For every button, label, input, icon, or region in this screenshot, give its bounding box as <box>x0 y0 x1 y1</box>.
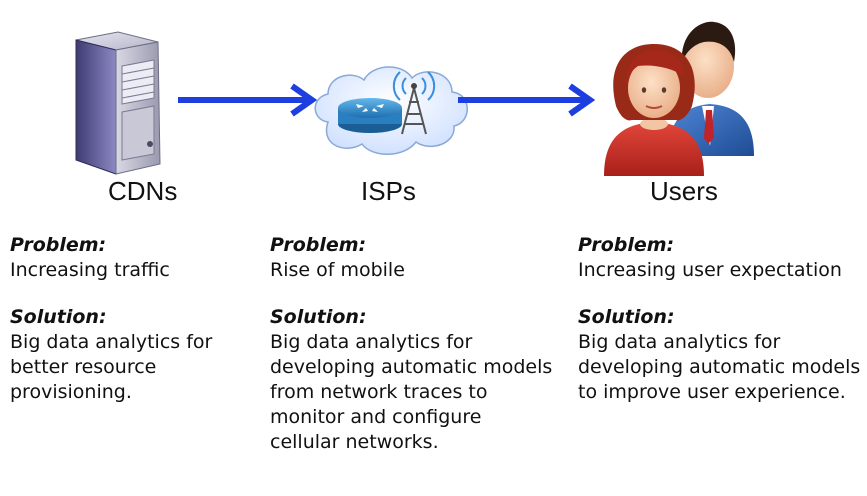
solution-heading: Solution: <box>578 306 675 328</box>
isps-description: Problem: Rise of mobile Solution: Big da… <box>270 233 560 455</box>
node-label-cdns: CDNs <box>108 176 178 206</box>
solution-line: developing automatic models <box>270 356 553 378</box>
solution-line: to improve user experience. <box>578 381 846 403</box>
solution-line: Big data analytics for <box>270 331 473 353</box>
solution-line: developing automatic models <box>578 356 861 378</box>
node-label-isps: ISPs <box>361 176 416 206</box>
problem-heading: Problem: <box>578 234 675 256</box>
server-icon <box>75 31 161 175</box>
solution-line: cellular networks. <box>270 431 439 453</box>
users-description: Problem: Increasing user expectation Sol… <box>578 233 867 405</box>
problem-heading: Problem: <box>10 234 107 256</box>
users-icon <box>604 21 754 176</box>
cdns-description: Problem: Increasing traffic Solution: Bi… <box>10 233 300 405</box>
problem-text: Increasing traffic <box>10 259 170 281</box>
solution-line: better resource <box>10 356 157 378</box>
network-cloud-icon <box>314 66 468 155</box>
node-label-users: Users <box>650 176 718 206</box>
arrow-isps-to-users <box>458 83 596 117</box>
solution-line: provisioning. <box>10 381 132 403</box>
solution-line: Big data analytics for <box>578 331 781 353</box>
solution-heading: Solution: <box>270 306 367 328</box>
arrow-cdns-to-isps <box>178 83 318 117</box>
solution-line: from network traces to <box>270 381 488 403</box>
solution-line: monitor and configure <box>270 406 482 428</box>
problem-heading: Problem: <box>270 234 367 256</box>
problem-text: Rise of mobile <box>270 259 405 281</box>
solution-heading: Solution: <box>10 306 107 328</box>
problem-text: Increasing user expectation <box>578 259 842 281</box>
solution-line: Big data analytics for <box>10 331 213 353</box>
